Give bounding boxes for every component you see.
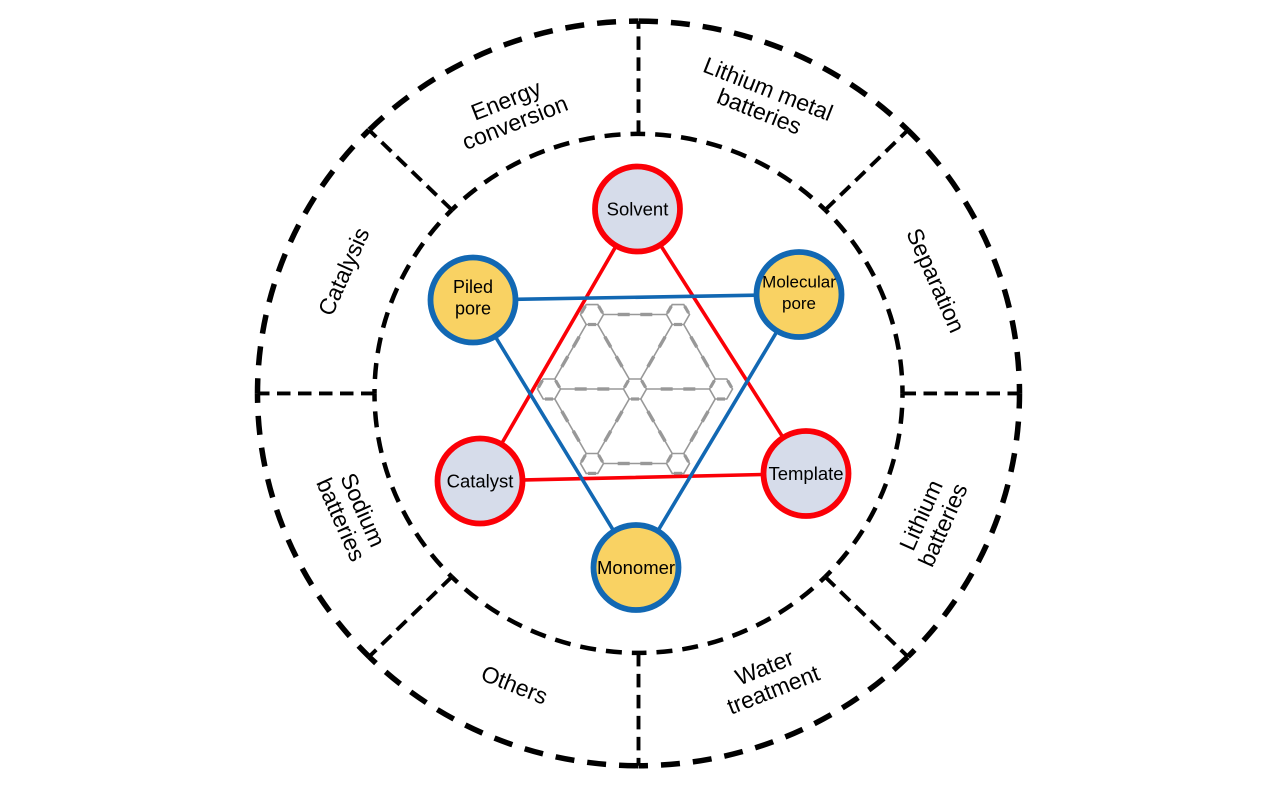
svg-text:Template: Template bbox=[768, 463, 843, 484]
svg-text:Catalyst: Catalyst bbox=[447, 471, 514, 492]
svg-text:Monomer: Monomer bbox=[597, 557, 675, 578]
svg-text:Solvent: Solvent bbox=[607, 199, 669, 220]
